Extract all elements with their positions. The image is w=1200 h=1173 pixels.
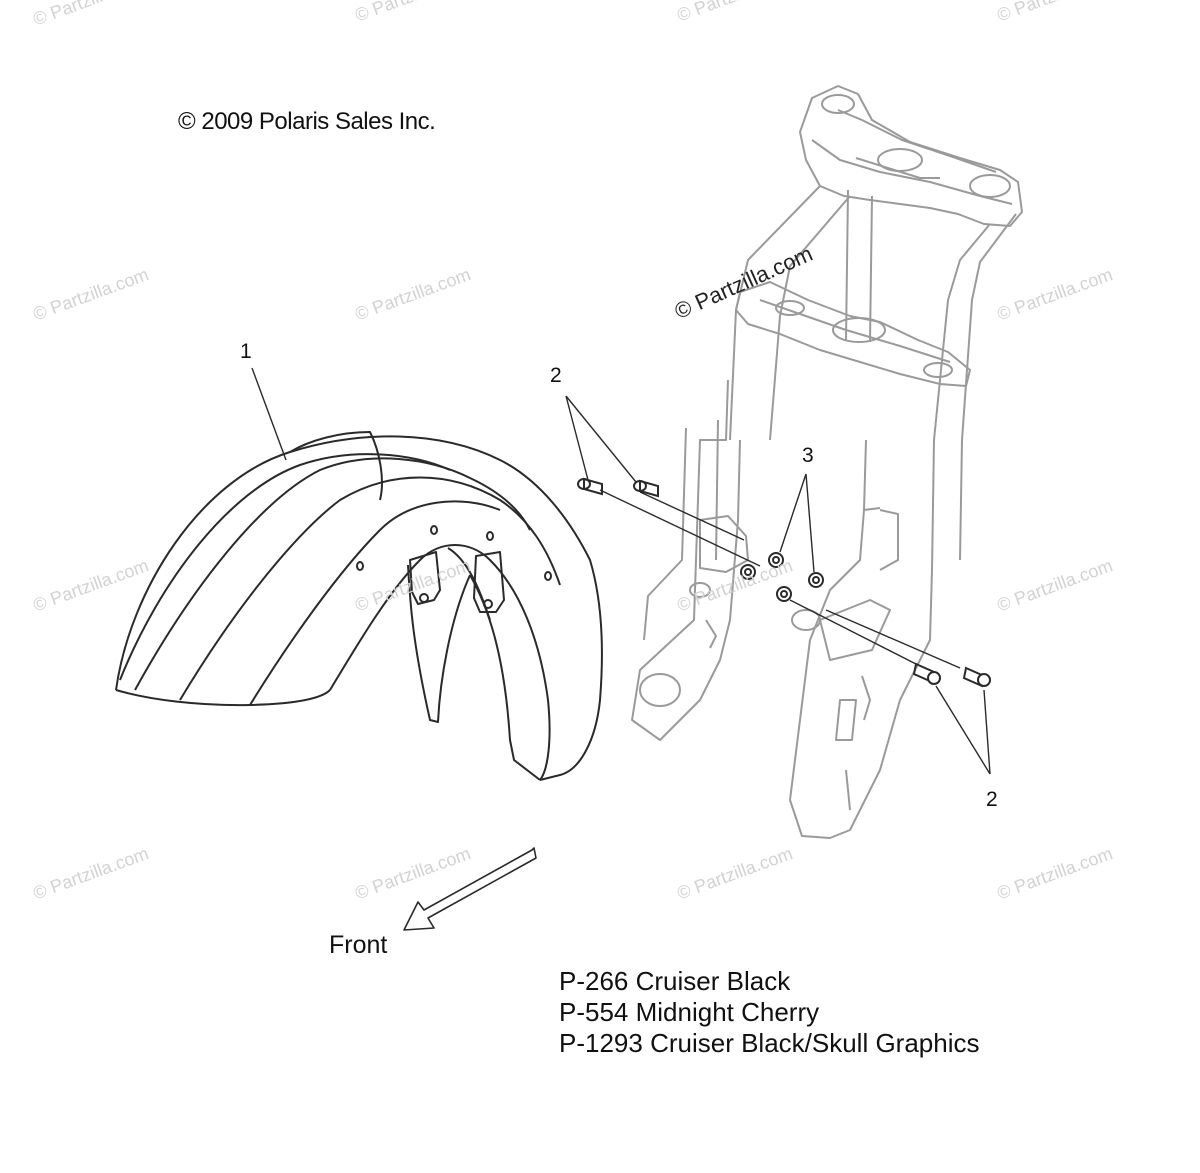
bolt-upper-right [633,479,659,498]
nut-1 [740,564,756,580]
callout-nuts: 3 [802,444,814,467]
paint-code: P-266 Cruiser Black [559,966,791,996]
paint-code: P-1293 Cruiser Black/Skull Graphics [559,1028,980,1058]
bolt-upper-left [577,477,603,496]
hardware [577,477,991,688]
callout-fender: 1 [240,340,252,363]
nut-2 [768,552,784,568]
bolt-lower-right [962,666,991,688]
callout-bolts-lower: 2 [986,788,998,811]
front-fender [115,431,603,781]
copyright-text: © 2009 Polaris Sales Inc. [178,108,436,135]
nut-4 [776,586,792,602]
paint-code: P-554 Midnight Cherry [559,997,820,1027]
nut-3 [808,572,824,588]
paint-code-list: P-266 Cruiser Black P-554 Midnight Cherr… [559,966,980,1059]
front-fork-assembly [631,85,1023,839]
front-label: Front [329,931,388,959]
bolt-lower-left [912,662,941,685]
leader-lines [251,367,991,775]
front-direction-arrow [403,847,537,931]
callout-bolts-upper: 2 [550,364,562,387]
